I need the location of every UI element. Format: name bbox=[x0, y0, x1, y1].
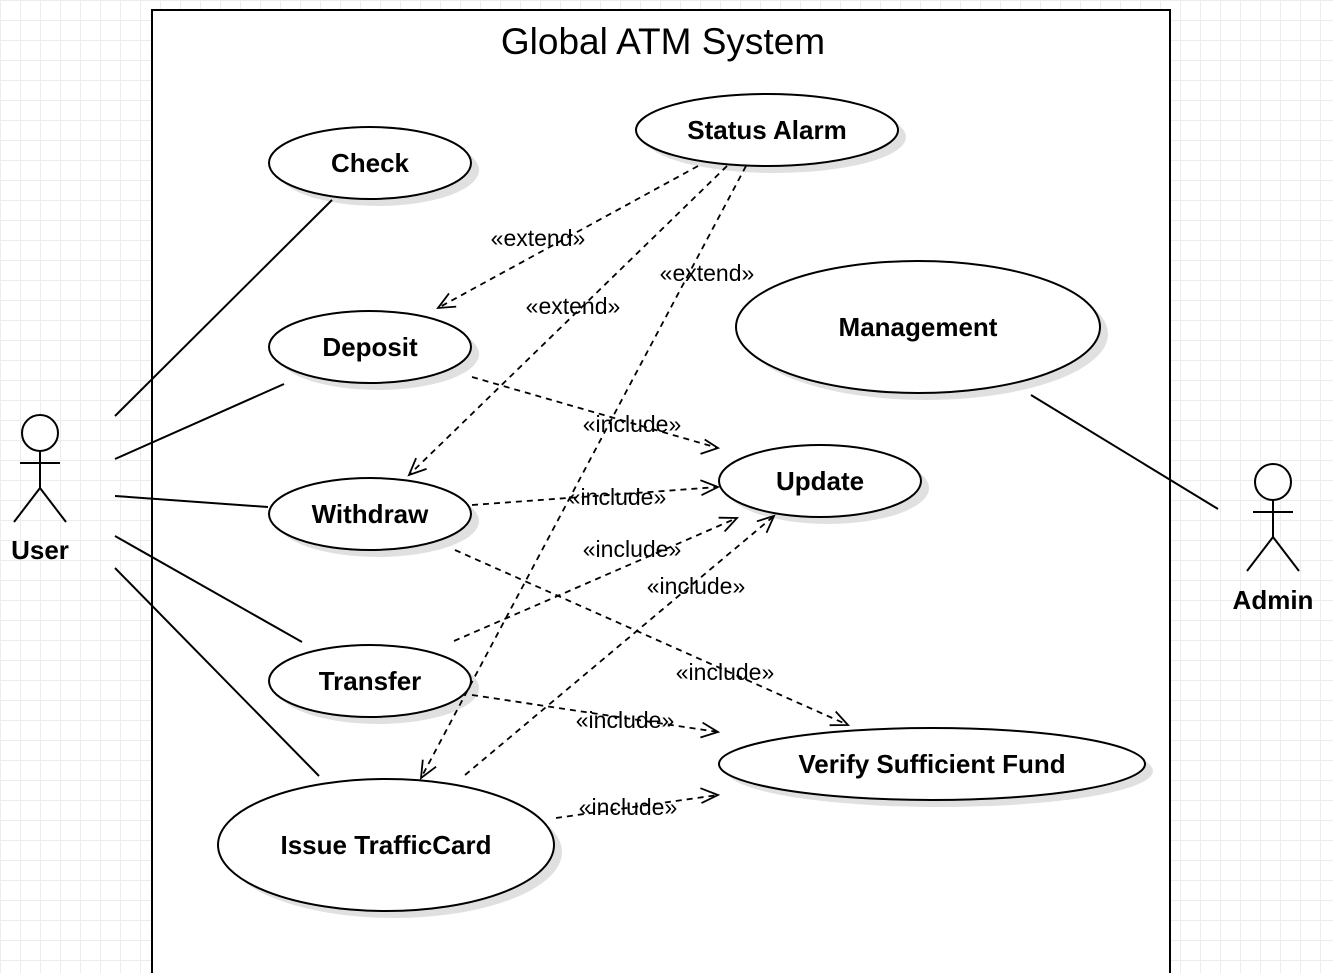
dep-include-issue-verify[interactable] bbox=[555, 794, 719, 819]
actor-user[interactable]: User bbox=[11, 414, 69, 565]
use-case-transfer-label: Transfer bbox=[319, 666, 422, 696]
label-include-issue-update: «include» bbox=[647, 573, 745, 599]
actor-admin-head bbox=[1254, 463, 1292, 501]
use-case-status-alarm-label: Status Alarm bbox=[687, 115, 846, 145]
use-case-issue-traffic-card-label: Issue TrafficCard bbox=[281, 830, 492, 860]
dep-include-withdraw-verify[interactable] bbox=[454, 549, 849, 726]
use-case-management-label: Management bbox=[839, 312, 998, 342]
label-extend-issue: «extend» bbox=[660, 260, 755, 286]
use-case-verify-sufficient-fund-label: Verify Sufficient Fund bbox=[798, 749, 1065, 779]
assoc-user-check[interactable] bbox=[114, 199, 333, 417]
label-extend-deposit: «extend» bbox=[491, 225, 586, 251]
user-associations bbox=[114, 199, 333, 777]
label-include-withdraw-verify: «include» bbox=[676, 659, 774, 685]
use-case-update-label: Update bbox=[776, 466, 864, 496]
dep-extend-withdraw[interactable] bbox=[408, 165, 728, 476]
assoc-user-deposit[interactable] bbox=[114, 383, 285, 460]
use-case-management[interactable]: Management bbox=[735, 260, 1108, 400]
use-case-status-alarm[interactable]: Status Alarm bbox=[635, 93, 906, 173]
actor-admin[interactable]: Admin bbox=[1233, 463, 1314, 615]
use-case-deposit-label: Deposit bbox=[322, 332, 418, 362]
assoc-admin-management[interactable] bbox=[1030, 394, 1219, 510]
actor-user-label: User bbox=[11, 535, 69, 565]
label-include-transfer-verify: «include» bbox=[576, 707, 674, 733]
assoc-user-transfer[interactable] bbox=[114, 535, 303, 643]
use-case-issue-traffic-card[interactable]: Issue TrafficCard bbox=[217, 778, 562, 918]
use-case-transfer[interactable]: Transfer bbox=[268, 644, 479, 724]
label-include-transfer-update: «include» bbox=[583, 536, 681, 562]
assoc-user-issue[interactable] bbox=[114, 567, 320, 777]
dependencies bbox=[407, 165, 851, 819]
use-case-update[interactable]: Update bbox=[718, 444, 929, 524]
dep-extend-deposit[interactable] bbox=[437, 165, 699, 309]
label-include-withdraw-update: «include» bbox=[568, 484, 666, 510]
use-case-check[interactable]: Check bbox=[268, 126, 479, 206]
assoc-user-withdraw[interactable] bbox=[114, 495, 269, 508]
dep-include-transfer-update[interactable] bbox=[453, 517, 738, 642]
use-case-check-label: Check bbox=[331, 148, 410, 178]
actor-admin-label: Admin bbox=[1233, 585, 1314, 615]
dep-include-issue-update[interactable] bbox=[464, 515, 775, 776]
dep-extend-issue[interactable] bbox=[420, 165, 747, 779]
label-extend-withdraw: «extend» bbox=[526, 293, 621, 319]
label-include-issue-verify: «include» bbox=[579, 794, 677, 820]
actor-user-head bbox=[21, 414, 59, 452]
use-case-deposit[interactable]: Deposit bbox=[268, 310, 479, 390]
label-include-deposit-update: «include» bbox=[583, 411, 681, 437]
relationship-labels: «extend» «extend» «extend» «include» «in… bbox=[491, 225, 775, 820]
use-case-withdraw-label: Withdraw bbox=[312, 499, 430, 529]
dep-include-transfer-verify[interactable] bbox=[471, 694, 719, 733]
use-case-verify-sufficient-fund[interactable]: Verify Sufficient Fund bbox=[718, 727, 1153, 807]
system-title: Global ATM System bbox=[501, 21, 825, 62]
use-case-withdraw[interactable]: Withdraw bbox=[268, 477, 479, 557]
dep-include-withdraw-update[interactable] bbox=[471, 486, 719, 506]
dep-include-deposit-update[interactable] bbox=[471, 376, 719, 449]
